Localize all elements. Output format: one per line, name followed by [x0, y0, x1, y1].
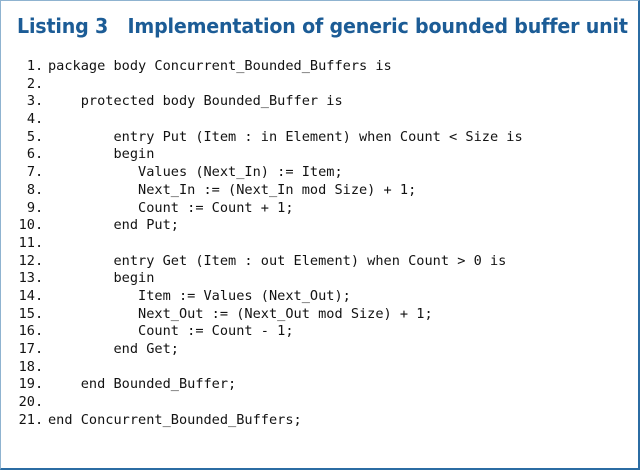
- line-number-suffix: .: [35, 411, 44, 428]
- code-text: entry Get (Item : out Element) when Coun…: [48, 252, 507, 269]
- code-line: 18.: [1, 359, 640, 377]
- line-number-suffix: .: [35, 217, 44, 234]
- line-number-suffix: .: [35, 199, 44, 216]
- code-text: Next_In := (Next_In mod Size) + 1;: [48, 181, 417, 198]
- code-line: 20.: [1, 394, 640, 412]
- line-number-suffix: .: [35, 305, 44, 322]
- code-line: 9. Count := Count + 1;: [1, 200, 640, 218]
- line-number: 20: [18, 394, 35, 411]
- line-number: 10: [18, 217, 35, 234]
- line-number: 1: [26, 58, 35, 74]
- code-line: 2.: [1, 76, 640, 94]
- line-number-suffix: .: [35, 394, 44, 411]
- code-text: Count := Count - 1;: [48, 323, 294, 340]
- code-text: end Concurrent_Bounded_Buffers;: [48, 411, 302, 428]
- code-text: package body Concurrent_Bounded_Buffers …: [48, 58, 392, 74]
- line-number-suffix: .: [35, 58, 44, 74]
- line-number-suffix: .: [35, 75, 44, 92]
- code-line: 8. Next_In := (Next_In mod Size) + 1;: [1, 182, 640, 200]
- code-line: 5. entry Put (Item : in Element) when Co…: [1, 129, 640, 147]
- code-block: 1.package body Concurrent_Bounded_Buffer…: [1, 58, 640, 429]
- line-number: 9: [26, 199, 35, 216]
- line-number-suffix: .: [35, 323, 44, 340]
- code-line: 19. end Bounded_Buffer;: [1, 376, 640, 394]
- code-line: 11.: [1, 235, 640, 253]
- line-number-suffix: .: [35, 146, 44, 163]
- code-line: 15. Next_Out := (Next_Out mod Size) + 1;: [1, 306, 640, 324]
- line-number-suffix: .: [35, 164, 44, 181]
- line-number-suffix: .: [35, 252, 44, 269]
- code-text: Count := Count + 1;: [48, 199, 294, 216]
- code-line: 6. begin: [1, 146, 640, 164]
- code-text: begin: [48, 270, 155, 287]
- line-number-suffix: .: [35, 128, 44, 145]
- code-line: 1.package body Concurrent_Bounded_Buffer…: [1, 58, 640, 76]
- line-number-suffix: .: [35, 270, 44, 287]
- line-number: 15: [18, 305, 35, 322]
- code-text: end Get;: [48, 341, 179, 357]
- code-line: 13. begin: [1, 270, 640, 288]
- code-line: 3. protected body Bounded_Buffer is: [1, 93, 640, 111]
- line-number-suffix: .: [35, 287, 44, 304]
- code-line: 12. entry Get (Item : out Element) when …: [1, 253, 640, 271]
- line-number-suffix: .: [35, 358, 44, 375]
- code-line: 14. Item := Values (Next_Out);: [1, 288, 640, 306]
- line-number: 11: [18, 234, 35, 251]
- line-number-suffix: .: [35, 341, 44, 357]
- code-line: 4.: [1, 111, 640, 129]
- line-number-suffix: .: [35, 111, 44, 128]
- line-number-suffix: .: [35, 234, 44, 251]
- line-number-suffix: .: [35, 376, 44, 393]
- line-number: 3: [26, 93, 35, 110]
- line-number-suffix: .: [35, 181, 44, 198]
- line-number: 19: [18, 376, 35, 393]
- line-number: 14: [18, 287, 35, 304]
- line-number: 16: [18, 323, 35, 340]
- line-number: 18: [18, 358, 35, 375]
- line-number: 7: [26, 164, 35, 181]
- listing-title: Listing 3 Implementation of generic boun…: [17, 14, 628, 38]
- line-number: 8: [26, 181, 35, 198]
- line-number: 5: [26, 128, 35, 145]
- code-line: 21.end Concurrent_Bounded_Buffers;: [1, 412, 640, 430]
- code-text: protected body Bounded_Buffer is: [48, 93, 343, 110]
- code-text: Next_Out := (Next_Out mod Size) + 1;: [48, 305, 433, 322]
- code-text: end Put;: [48, 217, 179, 234]
- code-line: 17. end Get;: [1, 341, 640, 359]
- line-number: 6: [26, 146, 35, 163]
- code-line: 7. Values (Next_In) := Item;: [1, 164, 640, 182]
- line-number: 21: [18, 411, 35, 428]
- line-number: 12: [18, 252, 35, 269]
- code-line: 10. end Put;: [1, 217, 640, 235]
- code-text: begin: [48, 146, 155, 163]
- line-number: 13: [18, 270, 35, 287]
- line-number-suffix: .: [35, 93, 44, 110]
- code-text: end Bounded_Buffer;: [48, 376, 237, 393]
- code-text: Item := Values (Next_Out);: [48, 287, 351, 304]
- line-number: 4: [26, 111, 35, 128]
- code-line: 16. Count := Count - 1;: [1, 323, 640, 341]
- line-number: 17: [18, 341, 35, 357]
- code-text: entry Put (Item : in Element) when Count…: [48, 128, 523, 145]
- code-text: Values (Next_In) := Item;: [48, 164, 343, 181]
- line-number: 2: [26, 75, 35, 92]
